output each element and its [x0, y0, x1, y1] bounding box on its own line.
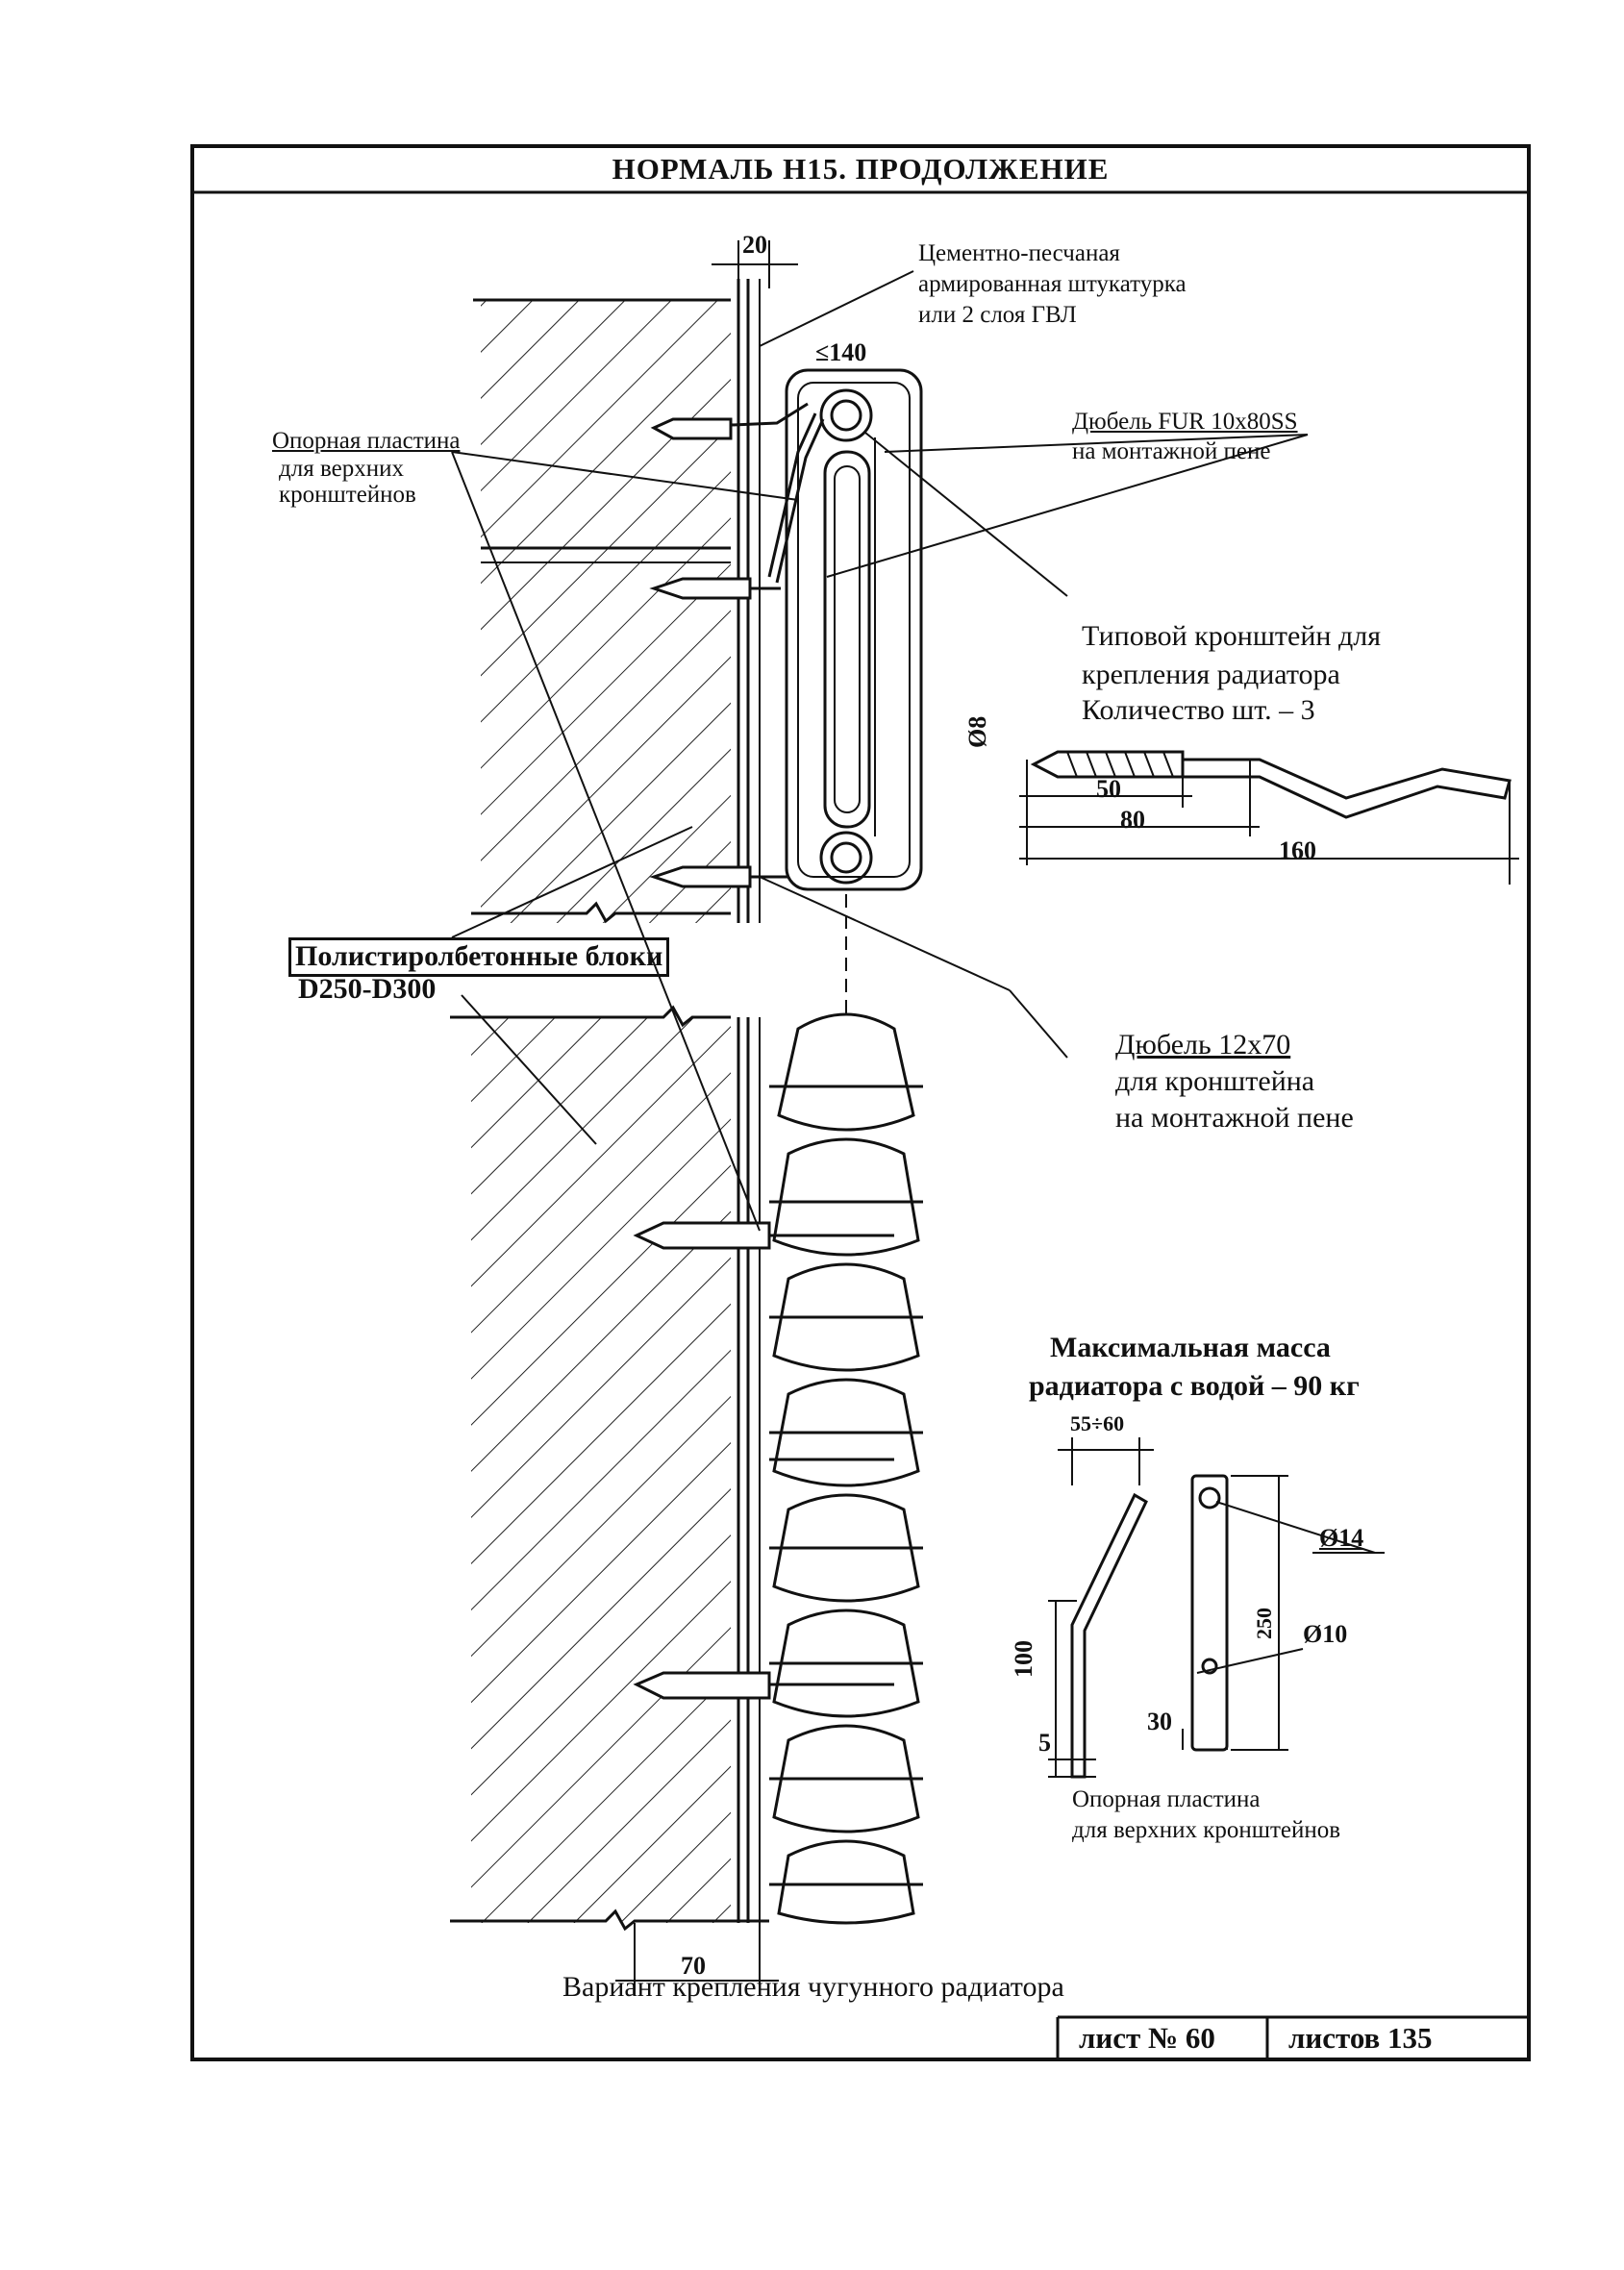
plate-dim-offset: 55÷60 — [1070, 1411, 1125, 1435]
bracket-dim-80: 80 — [1120, 806, 1145, 834]
support-plate-label-line-2: для верхних — [279, 456, 404, 482]
plate-label-line-2: для верхних кронштейнов — [1072, 1817, 1341, 1843]
plaster-label-line-1: Цементно-песчаная — [918, 240, 1120, 266]
support-plate-label-line-1: Опорная пластина — [272, 428, 461, 454]
dowel-12-label-line-3: на монтажной пене — [1115, 1102, 1354, 1134]
max-mass-line-1: Максимальная масса — [1050, 1332, 1331, 1363]
blocks-label-line-2: D250-D300 — [298, 973, 437, 1005]
dowel-12-label-line-1: Дюбель 12x70 — [1115, 1029, 1291, 1060]
lower-brackets — [633, 1221, 894, 1700]
wall-section-lower — [450, 1005, 769, 1932]
bracket-detail-drawing — [1019, 750, 1519, 885]
max-mass-line-2: радиатора с водой – 90 кг — [1029, 1370, 1360, 1402]
page-title: НОРМАЛЬ Н15. ПРОДОЛЖЕНИЕ — [612, 152, 1110, 186]
dimension-140-label: ≤140 — [815, 338, 867, 366]
dimension-70-label: 70 — [681, 1952, 706, 1980]
plate-hole-14-label: Ø14 — [1319, 1524, 1364, 1552]
dowel-12-label-line-2: для кронштейна — [1115, 1065, 1315, 1097]
bracket-dim-160: 160 — [1279, 836, 1316, 864]
plate-dim-100: 100 — [1010, 1640, 1037, 1678]
sheets-total: листов 135 — [1288, 2021, 1433, 2055]
radiator-front-view — [769, 1012, 923, 1925]
drawing-caption: Вариант крепления чугунного радиатора — [562, 1971, 1064, 2003]
dowel-fur-label-line-1: Дюбель FUR 10x80SS — [1072, 409, 1298, 435]
plate-dim-30: 30 — [1147, 1708, 1172, 1735]
sheet-number: лист № 60 — [1079, 2021, 1215, 2055]
plate-dim-5: 5 — [1038, 1729, 1051, 1757]
dimension-20-label: 20 — [742, 231, 767, 259]
radiator-side-view — [785, 368, 923, 891]
support-plate-label-line-3: кронштейнов — [279, 482, 416, 508]
plaster-label-line-2: армированная штукатурка — [918, 271, 1187, 297]
bracket-title-line-1: Типовой кронштейн для — [1082, 620, 1382, 652]
bracket-title-line-2: крепления радиатора — [1082, 659, 1340, 690]
plate-dim-250: 250 — [1252, 1608, 1276, 1639]
dimension-70 — [615, 1923, 779, 1995]
wall-section-upper — [471, 298, 731, 924]
plate-detail-drawing — [1048, 1437, 1385, 1779]
plate-hole-10-label: Ø10 — [1303, 1620, 1348, 1648]
bracket-title-line-3: Количество шт. – 3 — [1082, 694, 1315, 726]
blocks-label-line-1: Полистиролбетонные блоки — [288, 937, 670, 977]
bracket-dim-50: 50 — [1096, 775, 1121, 803]
dimension-20 — [712, 240, 798, 288]
leader-lines — [451, 270, 1309, 1232]
sheet-frame — [190, 144, 1531, 2061]
dowel-fur-label-line-2: на монтажной пене — [1072, 438, 1271, 464]
plate-label-line-1: Опорная пластина — [1072, 1786, 1261, 1812]
plaster-layer — [737, 279, 761, 1923]
plaster-label-line-3: или 2 слоя ГВЛ — [918, 302, 1077, 328]
upper-brackets — [649, 402, 825, 888]
bracket-diameter-label: Ø8 — [963, 715, 991, 748]
